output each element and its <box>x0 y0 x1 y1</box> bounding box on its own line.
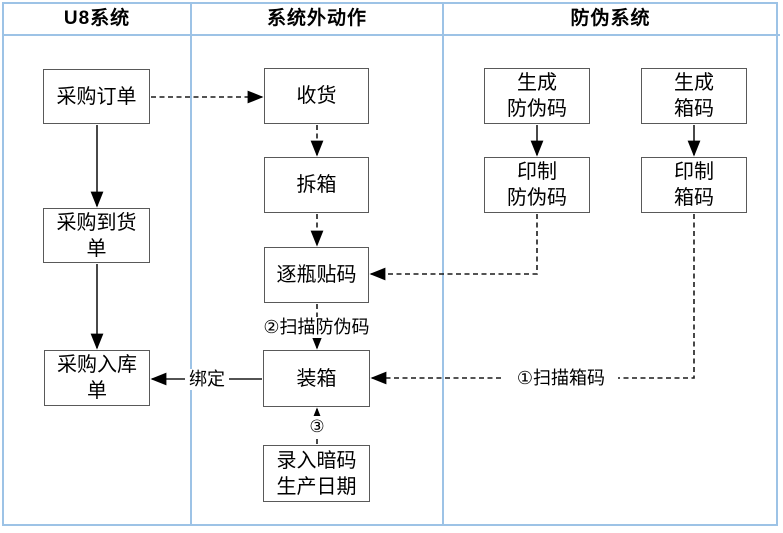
header-divider <box>3 34 780 36</box>
node-unpack-box: 拆箱 <box>264 157 369 213</box>
edge-label-step-three: ③ <box>304 416 330 437</box>
node-label-each-bottle: 逐瓶贴码 <box>264 247 369 303</box>
node-purchase-inbound-note: 采购入库 单 <box>44 350 150 406</box>
node-receive-goods: 收货 <box>264 68 369 124</box>
node-print-box-code: 印制 箱码 <box>641 157 747 213</box>
node-pack-box: 装箱 <box>263 350 370 407</box>
lane-divider-1 <box>190 3 192 526</box>
node-purchase-arrival-note: 采购到货 单 <box>43 208 150 263</box>
edge-label-scan-box-code: ①扫描箱码 <box>504 368 618 389</box>
lane-title-anti-fake-system: 防伪系统 <box>570 8 651 29</box>
edge-print-security-to-label-bottle <box>369 214 538 281</box>
node-enter-secret-code-date: 录入暗码 生产日期 <box>263 445 370 502</box>
node-print-security-code: 印制 防伪码 <box>484 157 590 213</box>
swimlane-frame <box>2 2 778 526</box>
lane-title-u8-system: U8系统 <box>63 8 131 29</box>
lane-divider-2 <box>442 3 444 526</box>
edge-label-bind: 绑定 <box>185 369 229 390</box>
lane-title-outside-system: 系统外动作 <box>266 8 367 29</box>
node-purchase-order: 采购订单 <box>43 69 150 124</box>
node-generate-security-code: 生成 防伪码 <box>484 68 590 124</box>
node-generate-box-code: 生成 箱码 <box>641 68 747 124</box>
edge-label-scan-security-code: ②扫描防伪码 <box>259 317 374 338</box>
edge-print-box-to-pack <box>370 214 695 385</box>
